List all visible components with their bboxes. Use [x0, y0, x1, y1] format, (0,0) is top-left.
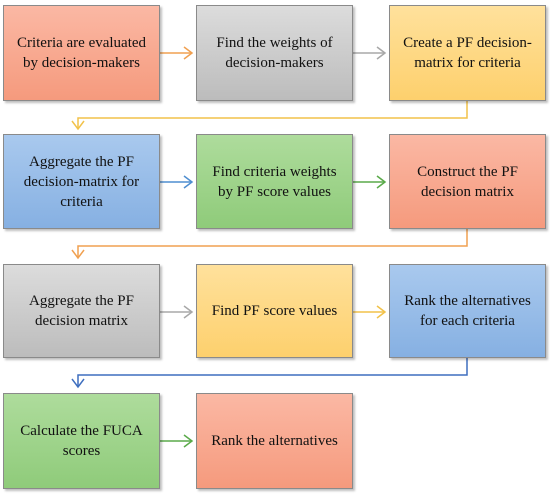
- step-label: Construct the PF decision matrix: [417, 163, 518, 200]
- step-rank-alternatives-per-criteria: Rank the alternatives for each criteria: [389, 264, 546, 358]
- arrow-step8-to-step9: [353, 305, 387, 319]
- step-construct-pf-matrix: Construct the PF decision matrix: [389, 134, 546, 229]
- step-label: Aggregate the PF decision matrix: [29, 293, 134, 329]
- arrow-row1-to-row2: [71, 101, 468, 131]
- step-rank-alternatives: Rank the alternatives: [196, 393, 353, 489]
- arrow-step2-to-step3: [353, 46, 387, 60]
- step-label: Rank the alternatives for each criteria: [404, 293, 531, 329]
- step-aggregate-pf-criteria-matrix: Aggregate the PF decision-matrix for cri…: [3, 134, 160, 229]
- step-label: Find criteria weights by PF score values: [212, 163, 337, 200]
- step-calculate-fuca-scores: Calculate the FUCA scores: [3, 393, 160, 489]
- step-aggregate-pf-matrix: Aggregate the PF decision matrix: [3, 264, 160, 358]
- step-create-pf-criteria-matrix: Create a PF decision-matrix for criteria: [389, 5, 546, 101]
- step-label: Find the weights of decision-makers: [216, 35, 333, 71]
- arrow-step5-to-step6: [353, 175, 387, 189]
- step-label: Aggregate the PF decision-matrix for cri…: [23, 153, 140, 210]
- step-find-dm-weights: Find the weights of decision-makers: [196, 5, 353, 101]
- arrow-step4-to-step5: [160, 175, 194, 189]
- step-label: Calculate the FUCA scores: [20, 423, 143, 459]
- arrow-row2-to-row3: [71, 229, 468, 260]
- step-find-pf-score-values: Find PF score values: [196, 264, 353, 358]
- step-label: Create a PF decision-matrix for criteria: [403, 35, 532, 71]
- arrow-step10-to-step11: [160, 434, 194, 448]
- arrow-step1-to-step2: [160, 46, 194, 60]
- step-label: Rank the alternatives: [211, 433, 338, 449]
- step-find-criteria-weights: Find criteria weights by PF score values: [196, 134, 353, 229]
- step-label: Criteria are evaluated by decision-maker…: [16, 35, 147, 71]
- step-criteria-evaluated: Criteria are evaluated by decision-maker…: [3, 5, 160, 101]
- arrow-step7-to-step8: [160, 305, 194, 319]
- arrow-row3-to-row4: [71, 358, 468, 389]
- step-label: Find PF score values: [211, 303, 338, 319]
